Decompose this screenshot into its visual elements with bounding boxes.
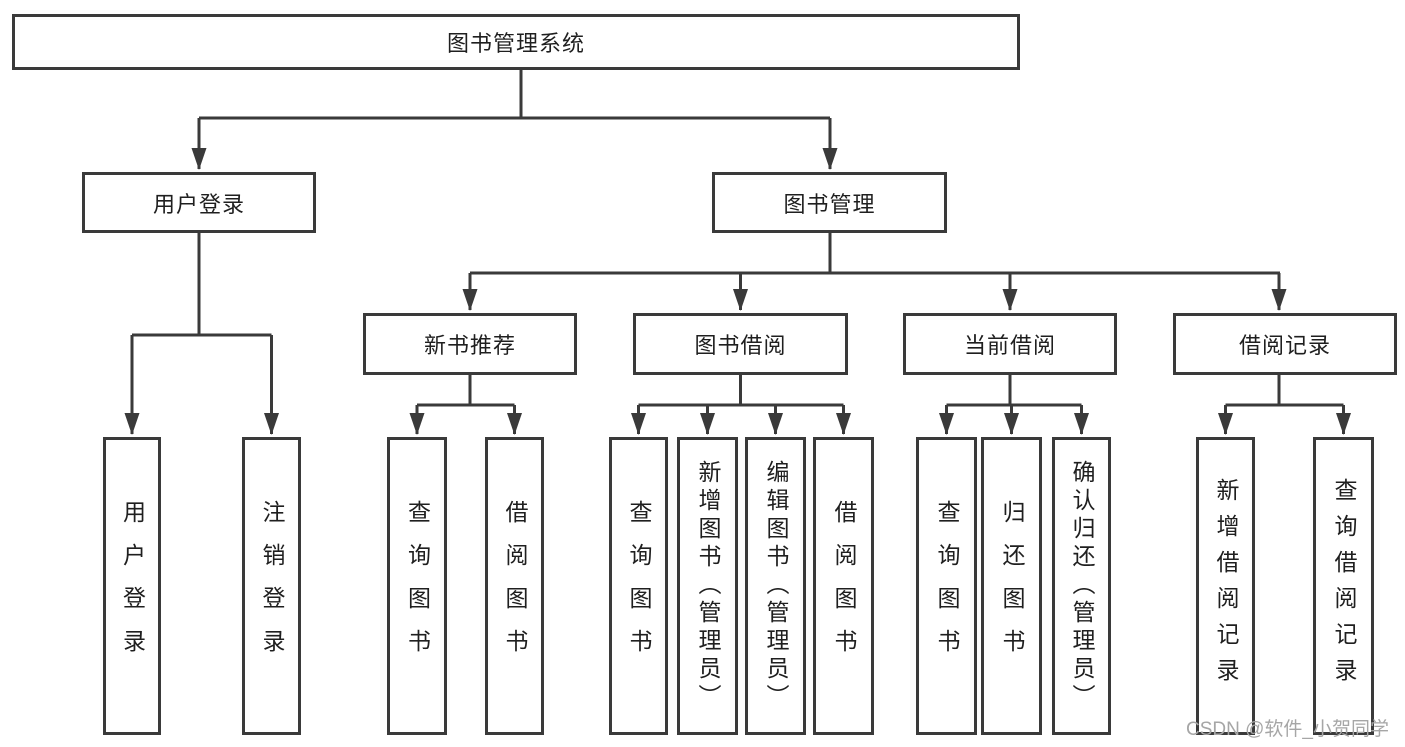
node-book-borrow: 图书借阅 — [633, 313, 848, 375]
node-label: 归还图书 — [999, 500, 1025, 672]
node-label: 新书推荐 — [423, 333, 516, 358]
leaf-borrow-books: 借阅图书 — [813, 437, 874, 735]
node-label: 新增借阅记录 — [1213, 478, 1239, 694]
node-label: 确认归还（管理员） — [1069, 460, 1095, 712]
node-label: 图书管理 — [783, 191, 876, 217]
csdn-watermark: CSDN @软件_小贺同学 — [1186, 719, 1389, 740]
node-label: 查询图书 — [934, 500, 960, 672]
node-borrow-records: 借阅记录 — [1173, 313, 1397, 375]
node-label: 借阅记录 — [1238, 333, 1331, 358]
node-label: 新增图书（管理员） — [695, 460, 721, 712]
node-label: 查询图书 — [626, 500, 652, 672]
leaf-query-books-recommend: 查询图书 — [387, 437, 447, 735]
leaf-confirm-return-admin: 确认归还（管理员） — [1052, 437, 1111, 735]
node-label: 借阅图书 — [502, 500, 528, 672]
leaf-user-login: 用户登录 — [103, 437, 161, 735]
leaf-edit-books-admin: 编辑图书（管理员） — [745, 437, 806, 735]
leaf-return-books: 归还图书 — [981, 437, 1042, 735]
node-label: 查询借阅记录 — [1331, 478, 1357, 694]
node-new-book-recommend: 新书推荐 — [363, 313, 577, 375]
node-user-login-branch: 用户登录 — [82, 172, 316, 233]
node-root-system: 图书管理系统 — [12, 14, 1020, 70]
node-label: 图书借阅 — [694, 333, 787, 358]
node-label: 注销登录 — [259, 500, 285, 672]
leaf-query-books-borrow: 查询图书 — [609, 437, 668, 735]
node-label: 借阅图书 — [831, 500, 857, 672]
node-label: 当前借阅 — [963, 333, 1056, 358]
leaf-add-borrow-record: 新增借阅记录 — [1196, 437, 1255, 735]
node-label: 查询图书 — [404, 500, 431, 672]
leaf-logout: 注销登录 — [242, 437, 301, 735]
leaf-query-borrow-record: 查询借阅记录 — [1313, 437, 1374, 735]
leaf-query-books-current: 查询图书 — [916, 437, 977, 735]
node-label: 图书管理系统 — [446, 31, 585, 56]
node-book-management-branch: 图书管理 — [712, 172, 947, 233]
node-label: 用户登录 — [152, 191, 245, 217]
node-label: 用户登录 — [119, 500, 146, 672]
node-label: 编辑图书（管理员） — [763, 460, 789, 712]
leaf-borrow-books-recommend: 借阅图书 — [485, 437, 544, 735]
node-current-borrow: 当前借阅 — [903, 313, 1117, 375]
leaf-add-books-admin: 新增图书（管理员） — [677, 437, 738, 735]
